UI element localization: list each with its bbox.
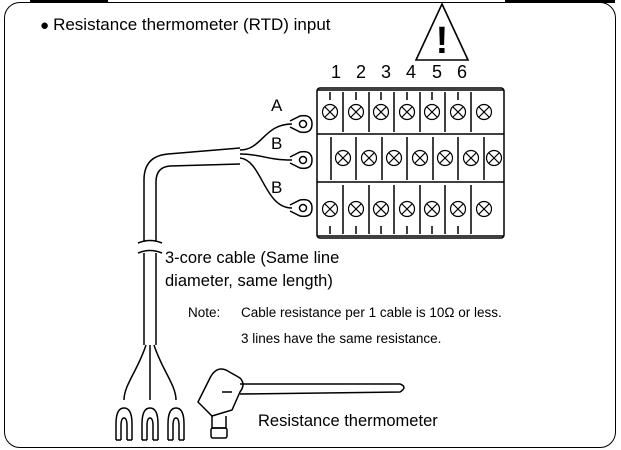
cable-label-line1: 3-core cable (Same line (165, 249, 340, 267)
terminal-screw-r1-c7 (475, 103, 493, 121)
terminal-block (316, 87, 505, 239)
terminal-screw-r1-c1 (321, 103, 339, 121)
fork-lug-middle (141, 407, 159, 441)
terminal-number-3: 3 (381, 62, 392, 82)
frame-top-accent-left (30, 0, 108, 3)
cable-jacket-upper (143, 147, 241, 242)
terminal-screw-r1-c2 (347, 103, 365, 121)
terminal-number-2: 2 (356, 62, 367, 82)
wire-a (239, 123, 293, 151)
thermometer-label: Resistance thermometer (258, 412, 438, 430)
terminal-number-5: 5 (432, 62, 443, 82)
fork-lug-left (115, 407, 133, 441)
wire-b-lower (239, 157, 293, 209)
wire-label-b-upper: B (271, 134, 283, 153)
terminal-screw-r2-c1 (334, 149, 352, 167)
title-text: Resistance thermometer (RTD) input (53, 15, 331, 34)
wire-label-a: A (271, 96, 283, 115)
lug-b-lower (289, 198, 313, 218)
cable-label: 3-core cable (Same line diameter, same l… (165, 247, 339, 293)
wire-left-down (123, 344, 147, 401)
lug-b-upper (289, 150, 313, 170)
note-line-2: 3 lines have the same resistance. (241, 331, 442, 346)
terminal-screw-r3-c1 (321, 200, 339, 218)
terminal-number-4: 4 (406, 62, 417, 82)
terminal-screw-r3-c5 (423, 200, 441, 218)
terminal-screw-r2-c5 (436, 149, 454, 167)
terminal-number-6: 6 (457, 62, 468, 82)
terminal-screw-r1-c5 (423, 103, 441, 121)
cable-label-line2: diameter, same length) (165, 272, 333, 290)
warning-exclamation: ! (436, 20, 449, 62)
warning-triangle-icon: ! (414, 2, 470, 62)
terminal-screws (321, 103, 503, 218)
terminal-screw-r3-c2 (347, 200, 365, 218)
terminal-screw-r1-c4 (398, 103, 416, 121)
terminal-screw-r1-c3 (372, 103, 390, 121)
terminal-screw-r3-c7 (475, 200, 493, 218)
terminal-screw-r2-c3 (385, 149, 403, 167)
terminal-number-1: 1 (331, 62, 342, 82)
bullet-icon: ● (40, 17, 50, 34)
terminal-screw-r3-c3 (372, 200, 390, 218)
terminal-screw-r2-c6 (462, 149, 480, 167)
resistance-thermometer-illustration (197, 368, 405, 439)
diagram-frame (4, 2, 616, 448)
terminal-screw-r3-c4 (398, 200, 416, 218)
terminal-screw-r2-c4 (411, 149, 429, 167)
note-prefix: Note: (188, 305, 221, 320)
terminal-screw-r2-c7 (485, 149, 503, 167)
terminal-screw-r2-c2 (360, 149, 378, 167)
diagram-title: ●Resistance thermometer (RTD) input (40, 15, 331, 35)
terminal-screw-r1-c6 (449, 103, 467, 121)
lug-a (289, 114, 313, 134)
wire-right-down (153, 344, 177, 401)
frame-top-accent-right (505, 0, 615, 3)
note-line-1: Cable resistance per 1 cable is 10Ω or l… (241, 305, 502, 320)
wire-label-b-lower: B (271, 178, 283, 197)
terminal-screw-r3-c6 (449, 200, 467, 218)
wire-b-upper (239, 153, 293, 161)
fork-lug-right (167, 407, 185, 441)
